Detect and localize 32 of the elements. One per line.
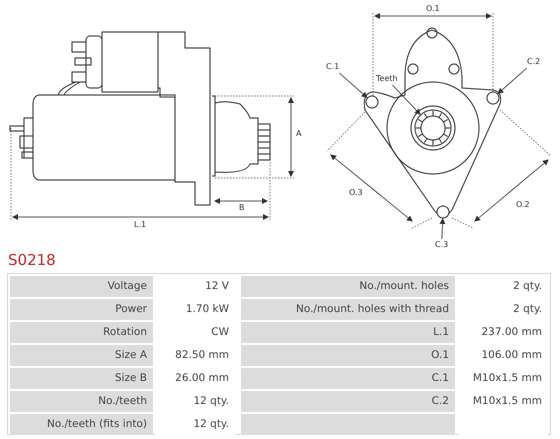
dimension-label: B <box>239 203 244 213</box>
callout-label: C.1 <box>326 62 340 72</box>
mounting-hole <box>436 206 450 218</box>
dimension-label: O.3 <box>349 188 363 198</box>
part-number-heading: S0218 <box>8 251 56 269</box>
leader-line <box>498 68 528 94</box>
callout-label: Teeth <box>376 74 398 84</box>
spec-name-cell: O.1 <box>241 345 455 366</box>
leader-line <box>440 218 446 240</box>
mounting-hole <box>366 96 378 108</box>
pinion-gear-drawing <box>414 110 452 146</box>
dimension-label: A <box>296 129 302 139</box>
dimension-label: O.2 <box>516 200 530 210</box>
spec-name-cell: C.1 <box>241 368 455 389</box>
spec-name-cell: L.1 <box>241 322 455 343</box>
spec-name-cell: No./mount. holes <box>241 276 455 297</box>
callout-label: C.2 <box>527 57 540 67</box>
dimension-label: O.1 <box>426 4 440 14</box>
spec-name-cell: No./teeth <box>10 391 153 412</box>
spec-name-cell: C.2 <box>241 391 455 412</box>
mounting-hole <box>486 92 500 104</box>
dimension-label: L.1 <box>134 220 146 230</box>
spec-name-cell: No./mount. holes with thread <box>241 299 455 320</box>
spec-name-cell: No./teeth (fits into) <box>10 414 153 435</box>
callout-label: C.3 <box>435 240 448 250</box>
spec-name-cell: Voltage <box>10 276 153 297</box>
spec-name-cell: Power <box>10 299 153 320</box>
leader-line <box>392 84 421 115</box>
leader-line <box>338 72 368 98</box>
spec-name-cell: Size A <box>10 345 153 366</box>
spec-name-cell: Size B <box>10 368 153 389</box>
spec-name-cell: Rotation <box>10 322 153 343</box>
